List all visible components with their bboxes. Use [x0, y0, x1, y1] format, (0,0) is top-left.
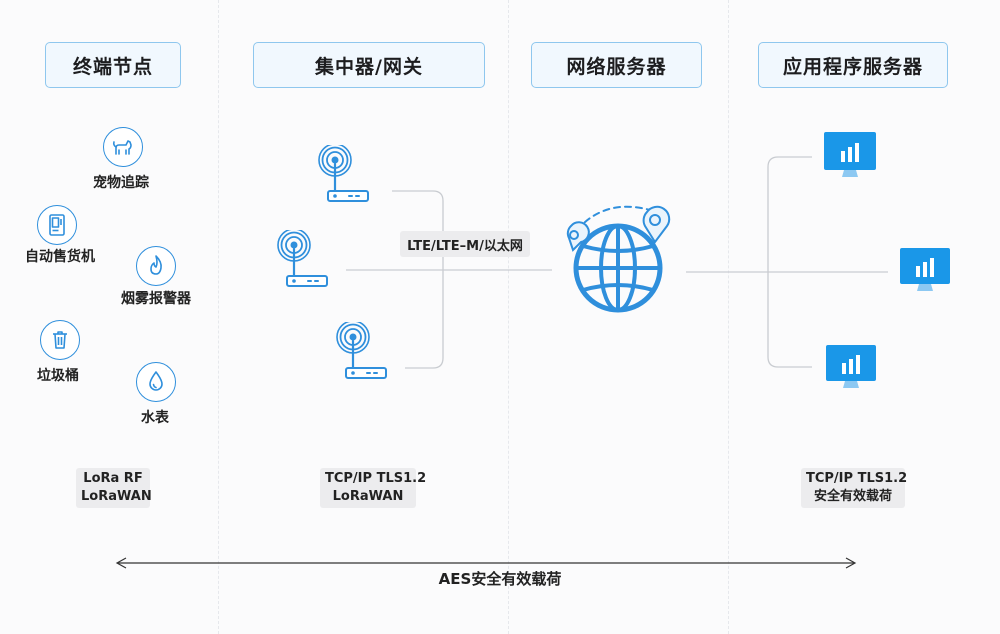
header-gateway: 集中器/网关 — [253, 42, 485, 88]
backhaul-label: LTE/LTE–M/以太网 — [400, 231, 530, 257]
column-divider — [218, 0, 219, 634]
app-bracket-line — [767, 156, 812, 368]
end-node-label-pet: 宠物追踪 — [93, 175, 149, 191]
column-divider — [508, 0, 509, 634]
protocol-box-app-server: TCP/IP TLS1.2 安全有效载荷 — [801, 468, 908, 508]
end-node-label-vending: 自动售货机 — [25, 249, 95, 265]
trash-icon — [40, 320, 80, 360]
header-network-server-label: 网络服务器 — [566, 55, 667, 78]
protocol-line: LoRa RF — [83, 471, 143, 486]
header-app-server: 应用程序服务器 — [758, 42, 948, 88]
flame-icon — [136, 246, 176, 286]
gateway-bracket-line — [392, 190, 444, 369]
protocol-box-end-nodes: LoRa RF LoRaWAN — [76, 468, 152, 508]
globe-network-icon — [555, 200, 680, 324]
header-end-nodes: 终端节点 — [45, 42, 181, 88]
protocol-line: 安全有效载荷 — [813, 489, 892, 504]
protocol-line: TCP/IP TLS1.2 — [806, 471, 908, 486]
app-server-monitor-icon — [826, 345, 880, 397]
end-node-label-trash: 垃圾桶 — [37, 368, 79, 384]
pet-icon — [103, 127, 143, 167]
app-server-monitor-icon — [900, 248, 954, 300]
header-gateway-label: 集中器/网关 — [315, 55, 423, 78]
header-end-nodes-label: 终端节点 — [72, 55, 153, 78]
gateway-router-icon — [336, 320, 390, 386]
end-node-label-water: 水表 — [141, 410, 169, 426]
vending-machine-icon — [37, 205, 77, 245]
header-app-server-label: 应用程序服务器 — [782, 55, 923, 78]
aes-payload-label: AES安全有效载荷 — [438, 570, 562, 588]
column-divider — [728, 0, 729, 634]
protocol-line: LoRaWAN — [81, 489, 152, 504]
protocol-line: LoRaWAN — [332, 489, 404, 504]
app-server-monitor-icon — [824, 132, 878, 184]
gateway-router-icon — [318, 143, 372, 209]
end-node-label-smoke: 烟雾报警器 — [121, 291, 191, 307]
protocol-box-gateway: TCP/IP TLS1.2 LoRaWAN — [320, 468, 427, 508]
gateway-router-icon — [277, 228, 331, 294]
water-drop-icon — [136, 362, 176, 402]
protocol-line: TCP/IP TLS1.2 — [325, 471, 427, 486]
aes-arrow — [115, 557, 857, 569]
header-network-server: 网络服务器 — [531, 42, 702, 88]
